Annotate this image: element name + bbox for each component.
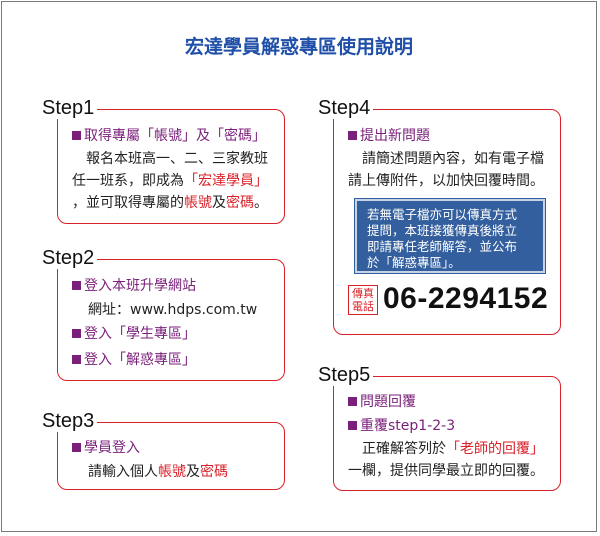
step2-item-qa: 登入「解惑專區」 bbox=[72, 349, 196, 369]
step2-box bbox=[57, 259, 285, 381]
step4-body: 請簡述問題內容，如有電子檔 請上傳附件，以加快回覆時間。 bbox=[348, 151, 544, 189]
bullet-icon bbox=[72, 131, 81, 140]
bullet-icon bbox=[72, 443, 81, 452]
bullet-icon bbox=[348, 397, 357, 406]
step3-box bbox=[57, 422, 285, 490]
step3-heading: 學員登入 bbox=[72, 437, 140, 457]
fax-notice: 若無電子檔亦可以傳真方式 提問，本班接獲傳真後將立 即請專任老師解答，並公布 於… bbox=[355, 199, 545, 273]
bullet-icon bbox=[348, 421, 357, 430]
bullet-icon bbox=[72, 329, 81, 338]
step4-heading: 提出新問題 bbox=[348, 125, 430, 145]
step5-item-reply: 問題回覆 bbox=[348, 391, 416, 411]
bullet-icon bbox=[72, 355, 81, 364]
step5-item-repeat: 重覆step1-2-3 bbox=[348, 415, 455, 435]
step1-heading: 取得專屬「帳號」及「密碼」 bbox=[72, 125, 266, 145]
step3-label: Step3 bbox=[42, 410, 98, 432]
bullet-icon bbox=[72, 281, 81, 290]
fax-number: 06-2294152 bbox=[383, 282, 549, 315]
step5-body: 正確解答列於「老師的回覆」 一欄，提供同學最立即的回覆。 bbox=[348, 441, 544, 479]
step3-body: 請輸入個人帳號及密碼 bbox=[88, 464, 228, 480]
step1-label: Step1 bbox=[42, 97, 98, 119]
step2-item-student: 登入「學生專區」 bbox=[72, 323, 196, 343]
step2-url: 網址：www.hdps.com.tw bbox=[88, 302, 258, 318]
step5-box bbox=[333, 376, 561, 491]
step5-label: Step5 bbox=[318, 364, 374, 386]
step1-body: 報名本班高一、二、三家教班 任一班系，即成為「宏達學員」 ，並可取得專屬的帳號及… bbox=[72, 151, 268, 211]
step2-item-site: 登入本班升學網站 bbox=[72, 275, 196, 295]
page-title: 宏達學員解惑專區使用說明 bbox=[184, 36, 413, 58]
fax-phone-icon: 傳真 電話 bbox=[348, 285, 378, 315]
bullet-icon bbox=[348, 131, 357, 140]
step2-label: Step2 bbox=[42, 247, 98, 269]
step4-label: Step4 bbox=[318, 97, 374, 119]
step1-box bbox=[57, 109, 285, 224]
